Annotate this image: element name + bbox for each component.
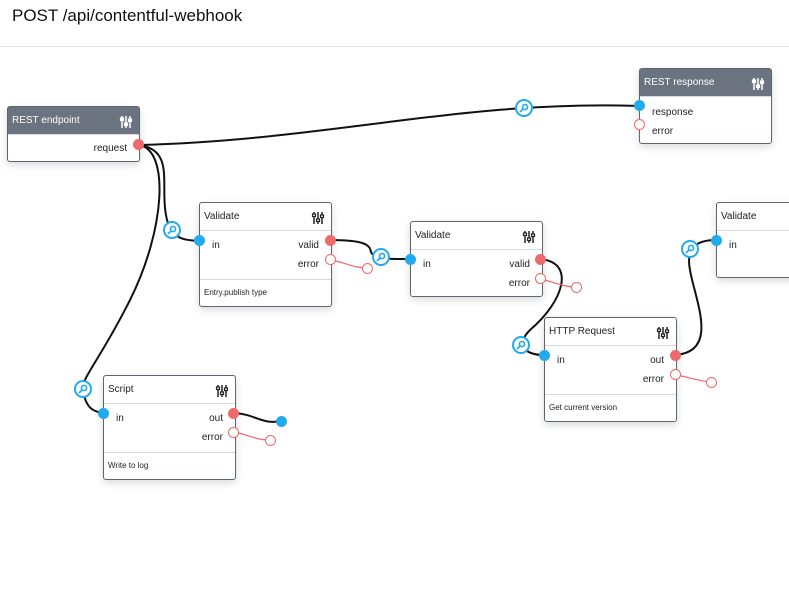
node-header: REST response bbox=[640, 69, 771, 97]
port-validate2-in[interactable] bbox=[405, 254, 416, 265]
wire-request-to-script bbox=[81, 144, 161, 414]
magnifier-icon[interactable] bbox=[163, 221, 181, 239]
wire-validate1-to-validate2 bbox=[329, 239, 411, 261]
node-title: Validate bbox=[204, 211, 240, 222]
port-http-out[interactable] bbox=[670, 350, 681, 361]
wire-validate2-to-http bbox=[521, 258, 563, 356]
port-validate1-error[interactable] bbox=[325, 254, 336, 265]
node-description: Get current version bbox=[545, 394, 676, 421]
port-label-valid: valid bbox=[509, 259, 530, 270]
node-header: HTTP Request bbox=[545, 318, 676, 346]
port-script-out[interactable] bbox=[228, 408, 239, 419]
port-label-error: error bbox=[508, 278, 530, 289]
port-label-error: error bbox=[297, 259, 319, 270]
port-validate3-in[interactable] bbox=[711, 235, 722, 246]
wire-script-out-end bbox=[233, 412, 282, 423]
port-validate2-valid[interactable] bbox=[535, 254, 546, 265]
port-label-in: in bbox=[729, 240, 737, 251]
node-title: Script bbox=[108, 384, 134, 395]
wire-http-to-validate3 bbox=[674, 239, 717, 356]
node-title: REST endpoint bbox=[12, 115, 80, 126]
port-validate2-error[interactable] bbox=[535, 273, 546, 284]
sliders-icon[interactable] bbox=[751, 75, 765, 90]
wire-endpoint-error[interactable] bbox=[706, 377, 717, 388]
node-rest-endpoint[interactable]: REST endpoint request bbox=[7, 106, 140, 162]
node-header: Validate bbox=[200, 203, 331, 231]
wire-endpoint-error[interactable] bbox=[265, 435, 276, 446]
sliders-icon[interactable] bbox=[522, 228, 536, 243]
magnifier-icon[interactable] bbox=[512, 336, 530, 354]
wire-endpoint[interactable] bbox=[276, 416, 287, 427]
port-label-in: in bbox=[116, 413, 124, 424]
port-label-in: in bbox=[212, 240, 220, 251]
node-title: Validate bbox=[415, 230, 451, 241]
node-header: Validate bbox=[717, 203, 789, 231]
port-label-out: out bbox=[209, 413, 223, 424]
page-title: POST /api/contentful-webhook bbox=[12, 6, 243, 25]
wire-endpoint-error[interactable] bbox=[362, 263, 373, 274]
node-rest-response[interactable]: REST response response error bbox=[639, 68, 772, 144]
wire-endpoint-error[interactable] bbox=[571, 282, 582, 293]
sliders-icon[interactable] bbox=[215, 382, 229, 397]
port-label-valid: valid bbox=[298, 240, 319, 251]
magnifier-icon[interactable] bbox=[681, 240, 699, 258]
sliders-icon[interactable] bbox=[656, 324, 670, 339]
port-script-error[interactable] bbox=[228, 427, 239, 438]
node-header: Validate bbox=[411, 222, 542, 250]
wire-request-to-validate1 bbox=[138, 144, 200, 242]
node-validate-2[interactable]: Validate in valid error bbox=[410, 221, 543, 297]
port-label-error: error bbox=[201, 432, 223, 443]
node-validate-1[interactable]: Validate in valid error Entry.publish ty… bbox=[199, 202, 332, 307]
port-response-error[interactable] bbox=[634, 119, 645, 130]
page-header: POST /api/contentful-webhook bbox=[0, 0, 789, 47]
node-header: Script bbox=[104, 376, 235, 404]
node-title: REST response bbox=[644, 77, 715, 88]
port-label-in: in bbox=[557, 355, 565, 366]
magnifier-icon[interactable] bbox=[372, 248, 390, 266]
node-http-request[interactable]: HTTP Request in out error Get current ve… bbox=[544, 317, 677, 422]
port-script-in[interactable] bbox=[98, 408, 109, 419]
node-description: Entry.publish type bbox=[200, 279, 331, 306]
sliders-icon[interactable] bbox=[311, 209, 325, 224]
magnifier-icon[interactable] bbox=[74, 380, 92, 398]
sliders-icon[interactable] bbox=[119, 113, 133, 128]
node-title: HTTP Request bbox=[549, 326, 615, 337]
node-title: Validate bbox=[721, 211, 757, 222]
port-label-error: error bbox=[642, 374, 664, 385]
port-label-error: error bbox=[652, 126, 674, 137]
node-script[interactable]: Script in out error Write to log bbox=[103, 375, 236, 480]
port-validate1-valid[interactable] bbox=[325, 235, 336, 246]
port-label-response: response bbox=[652, 107, 694, 118]
magnifier-icon[interactable] bbox=[515, 99, 533, 117]
wire-request-to-response bbox=[138, 104, 640, 146]
port-response-in[interactable] bbox=[634, 100, 645, 111]
port-request-out[interactable] bbox=[133, 139, 144, 150]
port-http-error[interactable] bbox=[670, 369, 681, 380]
port-label-out: out bbox=[650, 355, 664, 366]
node-description: Write to log bbox=[104, 452, 235, 479]
node-header: REST endpoint bbox=[8, 107, 139, 135]
port-label-in: in bbox=[423, 259, 431, 270]
port-http-in[interactable] bbox=[539, 350, 550, 361]
port-validate1-in[interactable] bbox=[194, 235, 205, 246]
port-label-request: request bbox=[93, 143, 127, 154]
node-validate-3[interactable]: Validate in bbox=[716, 202, 789, 278]
